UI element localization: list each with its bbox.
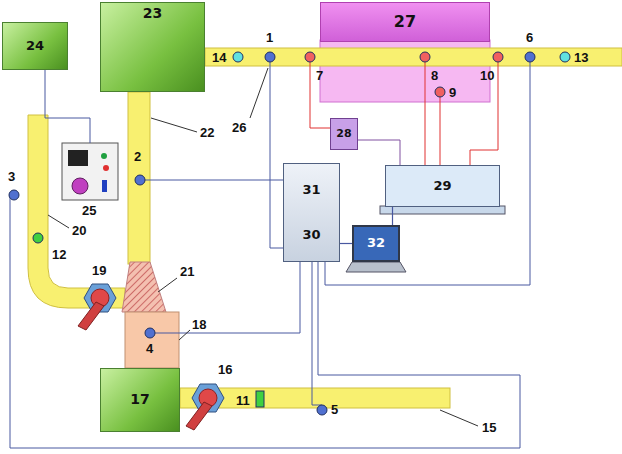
callout-number: 10 xyxy=(480,69,494,82)
engine-box: 23 xyxy=(100,2,205,92)
air-pipe xyxy=(28,115,125,308)
callout-number: 16 xyxy=(218,363,232,376)
exhaust-pipe xyxy=(205,48,622,66)
laptop-box: 32 xyxy=(352,225,400,262)
part-number: 23 xyxy=(143,6,162,21)
part-number: 28 xyxy=(336,128,351,140)
callout-number: 22 xyxy=(200,126,214,139)
intake-pipe xyxy=(128,92,150,264)
callout-number: 20 xyxy=(72,224,86,237)
callout-number: 12 xyxy=(52,248,66,261)
laptop-keyboard xyxy=(346,262,406,272)
callout-number: 7 xyxy=(316,69,323,82)
thermocouple-wires xyxy=(310,62,498,165)
signal-wires xyxy=(10,62,530,448)
callout-number: 14 xyxy=(212,51,226,64)
analyser-wire xyxy=(358,140,400,165)
instrument-box: 29 xyxy=(385,165,500,207)
mixer-box xyxy=(125,312,179,368)
combustion-chamber: 27 xyxy=(320,2,490,42)
callout-number: 19 xyxy=(92,264,106,277)
callout-number: 9 xyxy=(449,86,456,99)
analyser-box: 28 xyxy=(330,118,358,150)
callout-number: 5 xyxy=(331,403,338,416)
callout-number: 18 xyxy=(192,318,206,331)
part-number: 29 xyxy=(433,179,451,193)
callout-number: 21 xyxy=(180,265,194,278)
callout-number: 13 xyxy=(574,51,588,64)
callout-number: 4 xyxy=(146,342,153,355)
part-number: 27 xyxy=(394,13,416,31)
callout-number: 25 xyxy=(82,204,96,217)
part-number: 24 xyxy=(26,39,44,53)
callout-number: 3 xyxy=(8,170,15,183)
part-number: 17 xyxy=(130,392,149,407)
valve-16 xyxy=(186,384,224,430)
callout-number: 26 xyxy=(232,121,246,134)
instrument-base xyxy=(380,206,505,214)
callout-number: 2 xyxy=(134,150,141,163)
callout-number: 8 xyxy=(431,69,438,82)
sensors xyxy=(9,52,570,415)
connection-wire xyxy=(340,243,352,244)
callout-number: 6 xyxy=(526,31,533,44)
part-number: 30 xyxy=(302,228,320,242)
callout-number: 15 xyxy=(482,421,496,434)
connection-wire xyxy=(392,207,393,225)
part-number: 31 xyxy=(302,183,320,197)
filter-cone xyxy=(122,262,166,312)
dynamometer-box: 24 xyxy=(2,22,68,70)
callout-number: 11 xyxy=(236,394,250,407)
computer-box: 31 30 xyxy=(283,163,340,262)
callout-number: 1 xyxy=(266,31,273,44)
control-panel xyxy=(62,143,118,200)
pump-box: 17 xyxy=(100,368,180,432)
part-number: 32 xyxy=(367,236,385,250)
valve-19 xyxy=(78,284,116,330)
